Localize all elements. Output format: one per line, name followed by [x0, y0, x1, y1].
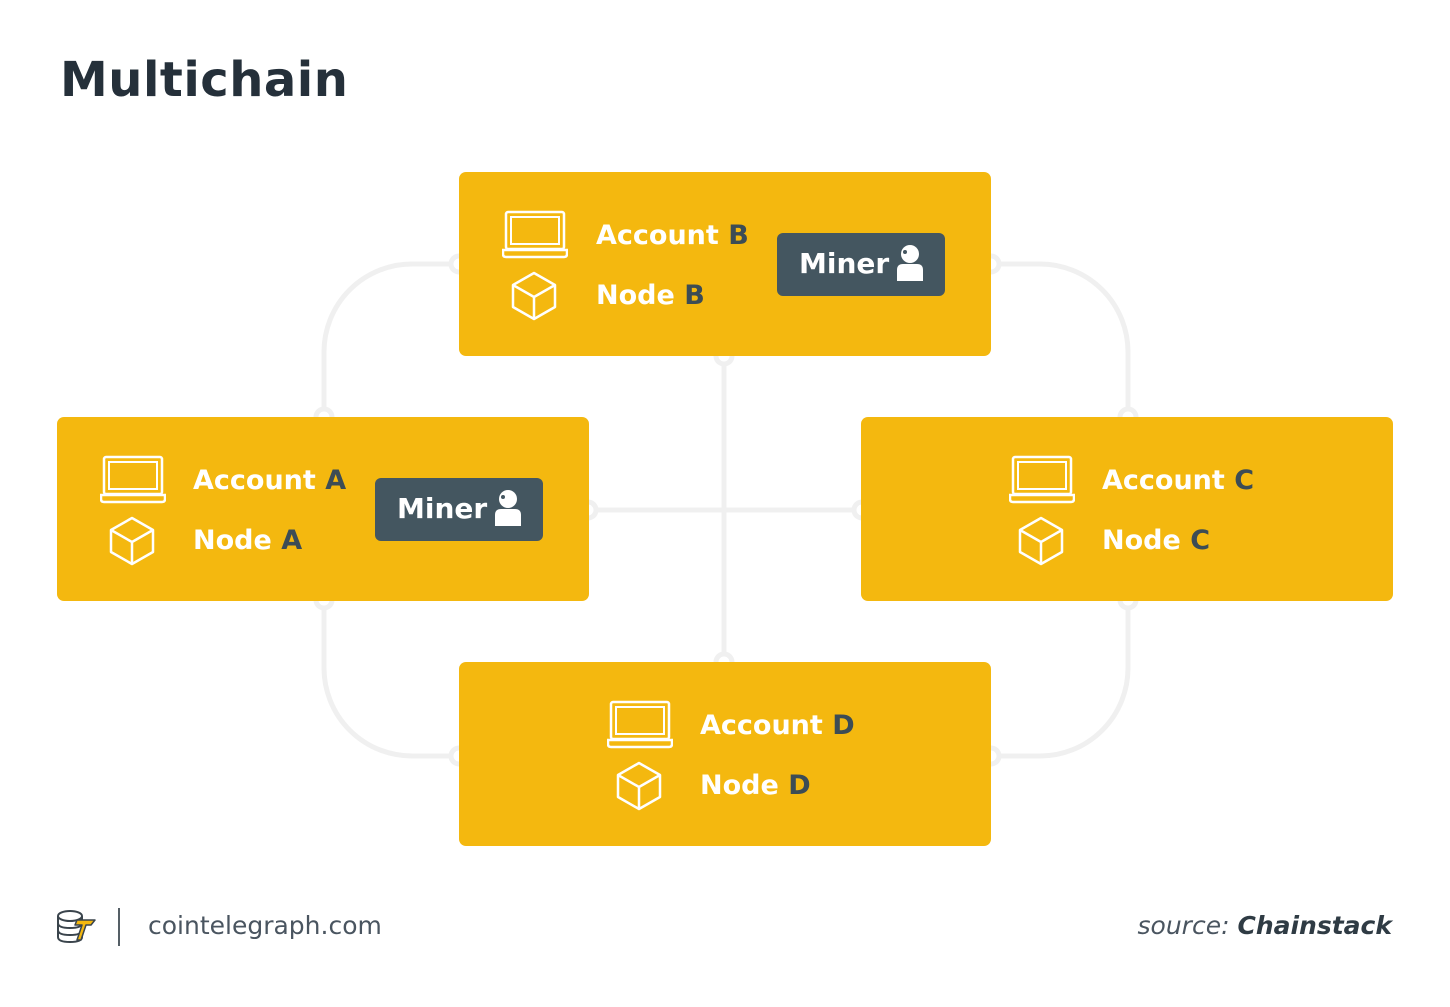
cube-icon — [109, 516, 155, 566]
cube-icon — [1018, 516, 1064, 566]
laptop-icon — [1009, 455, 1075, 504]
footer-site-link[interactable]: cointelegraph.com — [148, 911, 382, 940]
account-label: Account C — [1102, 465, 1255, 496]
node-box-c: Account C Node C — [861, 417, 1393, 601]
cointelegraph-logo — [57, 910, 96, 944]
node-box-d: Account D Node D — [459, 662, 991, 846]
node-label: Node C — [1102, 525, 1211, 556]
node-box-b: Account B Node B Miner — [459, 172, 991, 356]
connector-b-a — [321, 261, 462, 420]
footer-separator — [118, 908, 120, 946]
laptop-icon — [607, 700, 673, 749]
cube-icon — [511, 271, 557, 321]
miner-badge: Miner — [777, 233, 945, 296]
node-label: Node A — [193, 525, 303, 556]
account-label: Account D — [700, 710, 855, 741]
laptop-icon — [100, 455, 166, 504]
connector-c-d — [988, 597, 1131, 759]
cube-icon — [616, 761, 662, 811]
source-credit: source: Chainstack — [1137, 911, 1392, 940]
laptop-icon — [502, 210, 568, 259]
miner-person-icon — [897, 245, 923, 281]
account-label: Account A — [193, 465, 347, 496]
account-label: Account B — [596, 220, 749, 251]
miner-person-icon — [495, 490, 521, 526]
node-label: Node B — [596, 280, 705, 311]
node-label: Node D — [700, 770, 811, 801]
miner-badge: Miner — [375, 478, 543, 541]
connector-b-c — [988, 261, 1131, 420]
node-box-a: Account A Node A Miner — [57, 417, 589, 601]
diagram-title: Multichain — [60, 52, 349, 108]
connector-a-d — [321, 597, 462, 759]
